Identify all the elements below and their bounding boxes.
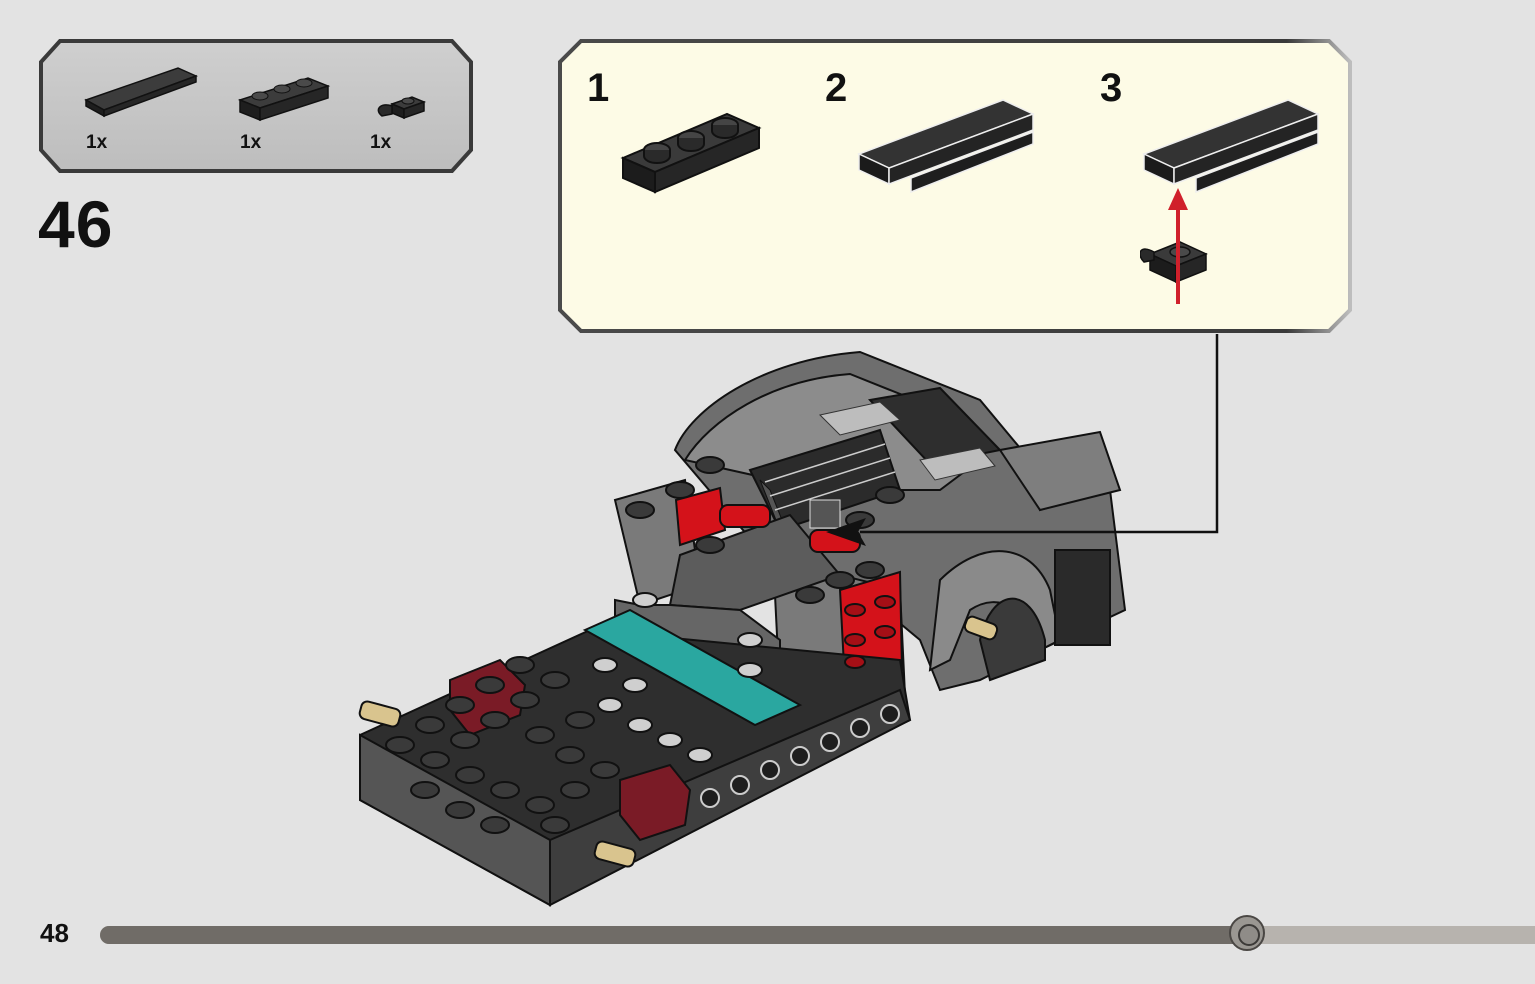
progress-fill — [100, 926, 1247, 944]
car-chassis-model — [358, 350, 1127, 907]
substep-3-red-arrow — [1168, 188, 1188, 304]
substep-1-label: 1 — [587, 66, 610, 110]
part-2-qty: 1x — [240, 132, 262, 153]
tile-1x4-black-icon — [84, 67, 198, 118]
substep-1-plate-1x3 — [620, 112, 762, 194]
plate-1x1-clip-black-icon — [377, 96, 427, 120]
part-1-qty: 1x — [86, 132, 108, 153]
substep-2-label: 2 — [825, 66, 848, 110]
substep-2-tile-on-plate — [857, 99, 1035, 194]
subassembly-callout: 1 2 3 — [557, 38, 1353, 334]
light-studs-group — [592, 592, 763, 763]
page-number: 48 — [40, 918, 69, 948]
progress-bar — [100, 915, 1535, 951]
technic-holes-group — [700, 704, 900, 808]
parts-list-panel: 1x 1x 1x — [38, 38, 474, 174]
step-number: 46 — [38, 187, 114, 261]
axle-pins-group — [358, 615, 999, 868]
red-studs-group — [844, 595, 896, 669]
substep-3-label: 3 — [1100, 66, 1123, 110]
part-3-qty: 1x — [370, 132, 392, 153]
substep-3-assembly — [1140, 99, 1320, 284]
plate-1x3-black-icon — [238, 77, 331, 122]
progress-knob — [1228, 915, 1265, 951]
